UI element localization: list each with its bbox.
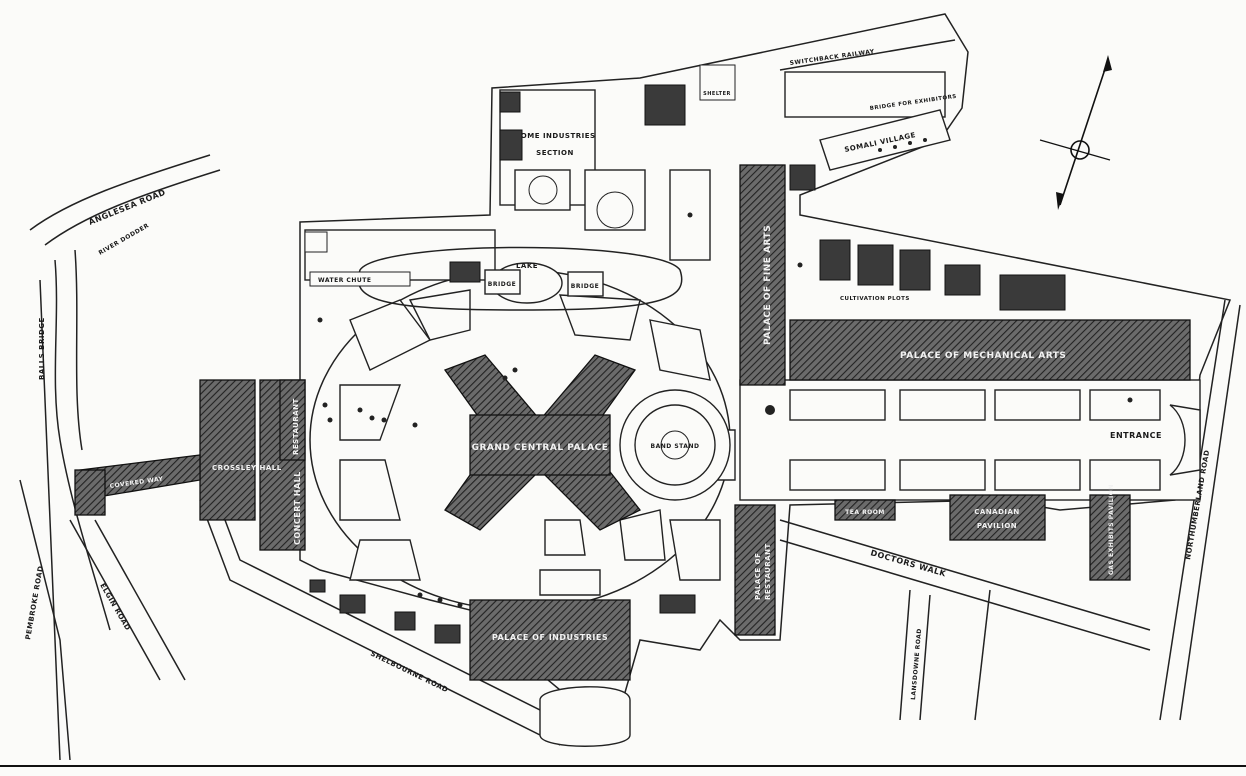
concert-hall-label: CONCERT HALL [293, 471, 302, 545]
lansdowne-road-label: LANSDOWNE ROAD [910, 628, 923, 700]
switchback-enclosure [784, 71, 946, 118]
chute-building [449, 261, 481, 283]
round-garden-pond [596, 191, 634, 229]
east-restaurant-block [734, 504, 776, 636]
avenue-plot [789, 459, 886, 491]
canadian-pavilion-label-1: CANADIAN [974, 508, 1020, 516]
crossley-hall [199, 379, 256, 521]
entrance-gate [1169, 404, 1201, 476]
elgin-road [69, 519, 161, 681]
band-stand-label: BAND STAND [651, 443, 700, 450]
north-arrow-icon [1039, 55, 1112, 210]
avenue-plot [899, 389, 986, 421]
gas-exhibits-label: GAS EXHIBITS PAVILION [1108, 484, 1115, 575]
anglesea-road [29, 154, 211, 231]
tree-markers [317, 138, 1133, 608]
west-gate-building [74, 469, 106, 516]
garden-plot [649, 319, 711, 381]
shelter [699, 64, 736, 101]
parterre-fountain [528, 175, 558, 205]
avenue-plot [899, 459, 986, 491]
doctors-walk [779, 519, 1151, 631]
restaurant-east-label: RESTAURANT [764, 543, 772, 600]
garden-plot [339, 459, 401, 521]
bridge-east [567, 271, 604, 297]
cultivation-plots-label: CULTIVATION PLOTS [840, 296, 910, 302]
palace-of-fine-arts [739, 164, 786, 386]
doctors-walk-edge [779, 539, 1151, 651]
balls-bridge-road [39, 279, 61, 761]
north-pavilion [644, 84, 686, 126]
grand-central-palace [443, 354, 642, 531]
bridge-west [484, 269, 521, 295]
anglesea-road-edge [44, 169, 221, 246]
northumberland-road [1159, 299, 1226, 721]
south-west-kiosks [309, 579, 696, 644]
canadian-pavilion [949, 494, 1046, 541]
bridge-west-label: BRIDGE [488, 281, 516, 288]
avenue-plot [1089, 459, 1161, 491]
northumberland-road-edge [1179, 304, 1241, 721]
palace-of-industries-label: PALACE OF INDUSTRIES [492, 633, 608, 642]
tea-room [834, 499, 896, 521]
garden-plot [544, 519, 586, 556]
home-industries-label-2: SECTION [536, 149, 574, 157]
lake-loop [357, 246, 683, 311]
garden-plot [539, 569, 601, 596]
bridge-east-label: BRIDGE [571, 283, 599, 290]
palace-of-industries [469, 599, 631, 681]
canadian-pavilion-label-2: PAVILION [977, 522, 1017, 530]
shelbourne-road-label: SHELBOURNE ROAD [369, 650, 449, 695]
crossley-hall-label: CROSSLEY HALL [212, 464, 282, 472]
palace-of-mechanical-arts-label: PALACE OF MECHANICAL ARTS [900, 351, 1066, 361]
industries-oval [539, 686, 631, 747]
garden-plot [619, 509, 666, 561]
pembroke-road [19, 479, 71, 761]
garden-plot [349, 539, 421, 581]
restaurant-west-label: RESTAURANT [292, 398, 300, 455]
herbert-road [974, 589, 991, 721]
shelter-label: SHELTER [703, 91, 731, 97]
avenue-plot [994, 459, 1081, 491]
garden-plot [339, 384, 401, 441]
palace-of-fine-arts-label: PALACE OF FINE ARTS [763, 225, 773, 345]
lake-label: LAKE [516, 262, 538, 270]
elgin-road-edge [94, 519, 186, 681]
switchback-label: SWITCHBACK RAILWAY [789, 48, 875, 67]
switchback-railway [779, 39, 956, 71]
avenue-plot [789, 389, 886, 421]
avenue-plot [994, 389, 1081, 421]
pembroke-road-label: PEMBROKE ROAD [24, 565, 45, 640]
home-industries-annex [499, 129, 523, 161]
water-chute [309, 271, 411, 287]
lansdowne-road [899, 589, 911, 721]
garden-plot [669, 519, 721, 581]
restaurant-west [279, 379, 306, 461]
palace-of-east-label: PALACE OF [754, 553, 762, 600]
home-industries-label-1: HOME INDUSTRIES [514, 132, 595, 140]
gas-exhibits-pavilion [1089, 494, 1131, 581]
cultivation-plots [819, 239, 1066, 311]
river-dodder-label: RIVER DODDER [98, 222, 151, 257]
doctors-walk-label: DOCTORS WALK [869, 548, 947, 578]
band-stand-core [660, 430, 690, 460]
small-kiosk [304, 231, 328, 253]
shelbourne-road [199, 499, 561, 746]
balls-bridge-label: BALLS BRIDGE [38, 317, 46, 380]
water-chute-label: WATER CHUTE [318, 277, 371, 284]
tea-room-label: TEA ROOM [845, 509, 885, 516]
palace-of-mechanical-arts [789, 319, 1191, 381]
somali-village [819, 109, 951, 171]
garden-plot [558, 294, 641, 341]
river-dodder [54, 259, 111, 631]
somali-hut [789, 164, 816, 191]
home-industries-annex [499, 91, 521, 113]
avenue-plot [1089, 389, 1161, 421]
grand-central-palace-label: GRAND CENTRAL PALACE [472, 443, 609, 453]
entrance-label: ENTRANCE [1110, 431, 1162, 440]
garden-plot [408, 289, 471, 341]
lansdowne-road-edge [919, 594, 931, 721]
river-dodder-edge [74, 249, 83, 451]
